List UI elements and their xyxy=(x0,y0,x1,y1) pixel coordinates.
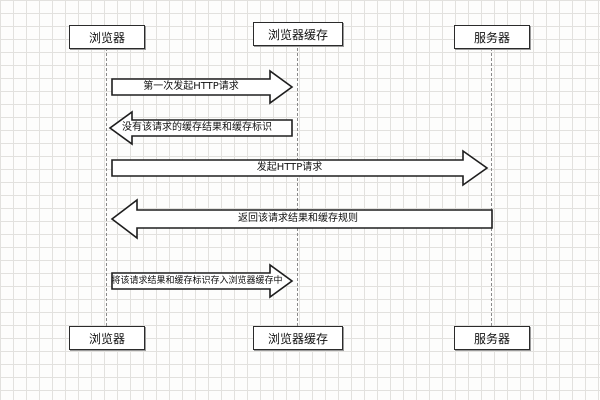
lifeline-browser-cache xyxy=(297,48,298,326)
message-label-1: 第一次发起HTTP请求 xyxy=(143,81,239,92)
message-label-4: 返回该请求结果和缓存规则 xyxy=(238,213,358,224)
actor-label-browser-top: 浏览器 xyxy=(88,30,125,45)
message-label-2: 没有该请求的缓存结果和缓存标识 xyxy=(122,122,272,133)
message-label-5: 将该请求结果和缓存标识存入浏览器缓存中 xyxy=(111,276,283,286)
actor-box-browser-top: 浏览器 xyxy=(69,25,145,49)
arrow-msg4-left-icon xyxy=(110,198,493,240)
message-label-3: 发起HTTP请求 xyxy=(256,162,323,173)
actor-box-server-top: 服务器 xyxy=(454,25,530,49)
actor-label-browser-cache-bottom: 浏览器缓存 xyxy=(267,331,328,346)
actor-label-browser-bottom: 浏览器 xyxy=(88,331,125,346)
actor-label-server-bottom: 服务器 xyxy=(473,331,510,346)
arrow-msg1-right-icon xyxy=(111,69,294,105)
actor-label-server-top: 服务器 xyxy=(473,30,510,45)
arrow-msg2-left-icon xyxy=(108,110,293,146)
actor-box-browser-cache-bottom: 浏览器缓存 xyxy=(253,326,343,350)
actor-box-browser-bottom: 浏览器 xyxy=(69,326,145,350)
arrow-msg3-right-icon xyxy=(111,149,489,187)
actor-box-server-bottom: 服务器 xyxy=(454,326,530,350)
actor-label-browser-cache-top: 浏览器缓存 xyxy=(267,27,328,42)
actor-box-browser-cache-top: 浏览器缓存 xyxy=(253,22,343,46)
lifeline-server xyxy=(491,48,492,326)
arrow-msg5-right-icon xyxy=(111,263,294,299)
lifeline-browser xyxy=(106,48,107,326)
